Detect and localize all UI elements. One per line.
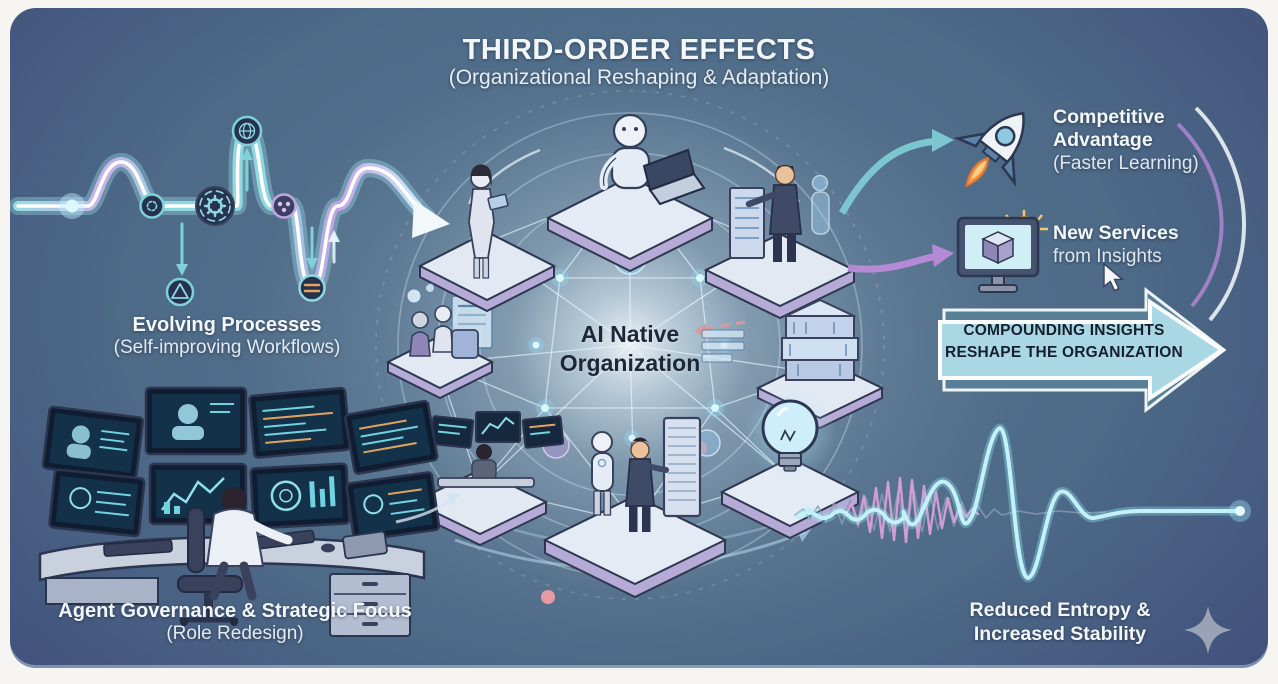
flow-end-arrow (412, 200, 450, 238)
competitive-sub: (Faster Learning) (1053, 153, 1199, 174)
center-org-line2: Organization (559, 350, 701, 376)
big-arrow-line1: COMPOUNDING INSIGHTS (963, 322, 1165, 339)
governance-label: Agent Governance & Strategic Focus (Role… (20, 600, 450, 645)
big-arrow-line2: RESHAPE THE ORGANIZATION (945, 343, 1183, 361)
illustration-art (10, 90, 1251, 654)
governance-subtitle: (Role Redesign) (166, 623, 304, 644)
big-arrow-label: COMPOUNDING INSIGHTS RESHAPE THE ORGANIZ… (930, 320, 1198, 363)
robot-laptop-figure (545, 113, 715, 273)
services-line2: from Insights (1053, 246, 1162, 267)
competitive-advantage-label: Competitive Advantage (Faster Learning) (1053, 106, 1263, 175)
triangle-icon (165, 277, 195, 307)
globe-icon (231, 115, 263, 147)
workstation-illustration (38, 386, 441, 637)
page-title: THIRD-ORDER EFFECTS (462, 34, 816, 66)
competitive-line1: Competitive (1053, 106, 1165, 128)
evolving-processes-subtitle: (Self-improving Workflows) (113, 337, 341, 358)
outcome-arrows (838, 129, 954, 273)
data-node-icon (298, 274, 326, 302)
waveform (794, 423, 1251, 583)
hologram-figure (811, 174, 830, 235)
evolving-processes-label: Evolving Processes (Self-improving Workf… (42, 314, 412, 359)
center-org-line1: AI Native (580, 321, 680, 347)
page-subtitle: (Organizational Reshaping & Adaptation) (448, 66, 830, 89)
people-node-icon (271, 193, 297, 219)
evolving-processes-title: Evolving Processes (132, 314, 322, 336)
big-arrow (938, 286, 1227, 414)
gear-icon (195, 186, 235, 226)
entropy-label: Reduced Entropy & Increased Stability (920, 598, 1200, 646)
center-org-label: AI Native Organization (510, 320, 750, 378)
new-services-label: New Services from Insights (1053, 222, 1263, 268)
flow-path (10, 115, 450, 307)
chip-node-icon (139, 193, 165, 219)
entropy-line2: Increased Stability (973, 623, 1147, 645)
businessman-figure (703, 164, 857, 320)
right-ring-arcs (1176, 106, 1246, 322)
sparkle-icon (1184, 606, 1232, 654)
services-line1: New Services (1053, 222, 1179, 244)
diagram-canvas: THIRD-ORDER EFFECTS (Organizational Resh… (10, 8, 1268, 668)
entropy-line1: Reduced Entropy & (969, 599, 1151, 621)
workstation-arrow (395, 494, 460, 524)
robot-human-tower-figure (542, 416, 728, 599)
competitive-line2: Advantage (1053, 129, 1153, 151)
governance-title: Agent Governance & Strategic Focus (58, 600, 412, 622)
cursor-icon (1103, 262, 1125, 292)
rocket-icon (953, 111, 1025, 188)
android-figure (417, 164, 557, 313)
chat-agents-figure (385, 283, 495, 400)
insight-monitor-icon (956, 210, 1048, 293)
